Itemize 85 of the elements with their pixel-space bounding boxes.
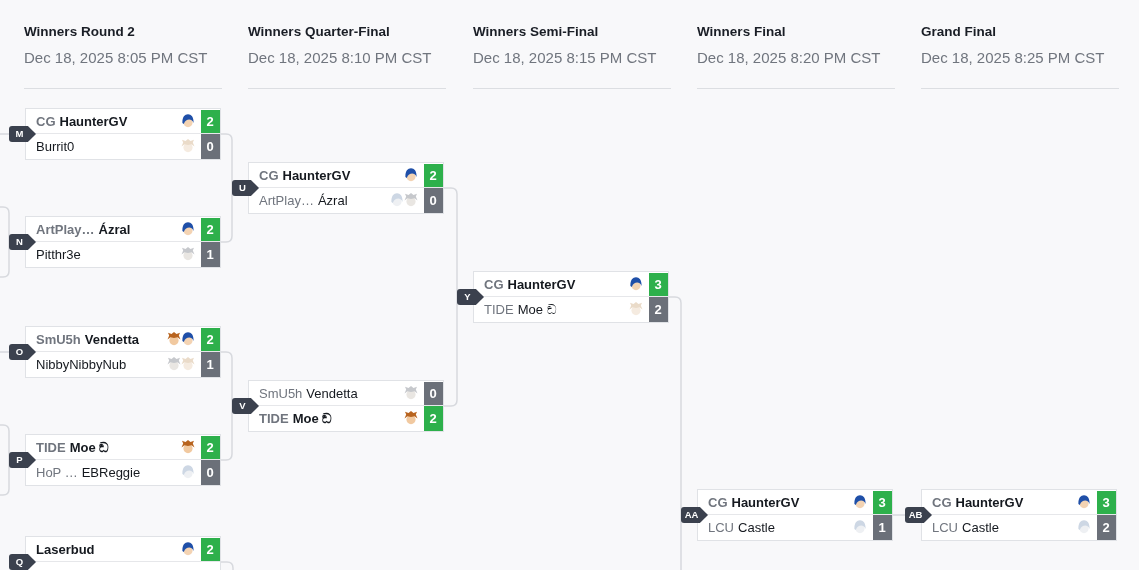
- match-card: [457, 271, 669, 323]
- team-tag: CG: [932, 494, 952, 510]
- team-tag: CG: [36, 113, 56, 129]
- team-tag: LCU: [932, 519, 958, 535]
- connector-line: [220, 133, 233, 189]
- team-tag: TIDE: [259, 410, 289, 426]
- score-box: 3: [1096, 490, 1116, 514]
- match-card: [232, 380, 444, 432]
- score-box: 1: [872, 515, 892, 540]
- player-name: HaunterGV: [282, 167, 351, 183]
- player-name: Laserbud: [36, 541, 95, 557]
- score-box: 0: [200, 134, 220, 159]
- connector-line: [220, 561, 234, 570]
- player-name: Vendetta: [84, 331, 139, 347]
- match-card: [9, 434, 221, 486]
- team-tag: CG: [259, 167, 279, 183]
- score-box: 2: [200, 435, 220, 459]
- team-tag: ArtPlay…: [36, 221, 95, 237]
- connector-line: [668, 296, 682, 516]
- score-box: 2: [200, 327, 220, 351]
- player-name: Ázral: [317, 192, 348, 208]
- player-name: HaunterGV: [59, 113, 128, 129]
- column-title: Winners Quarter-Final: [248, 24, 390, 40]
- column-title: Winners Round 2: [24, 24, 135, 40]
- team-tag: ArtPlay…: [259, 192, 314, 208]
- connector-line: [220, 187, 233, 243]
- score-box: 3: [872, 490, 892, 514]
- score-box: 0: [423, 381, 443, 405]
- player-name: Burrit0: [36, 138, 75, 154]
- match-card: [232, 162, 444, 214]
- connector-line: [0, 241, 10, 278]
- player-name: Pitthr3e: [36, 246, 81, 262]
- score-box: 2: [648, 297, 668, 322]
- connector-line: [220, 351, 233, 407]
- match-card: [905, 489, 1117, 541]
- column-title: Winners Semi-Final: [473, 24, 599, 40]
- column-date: Dec 18, 2025 8:10 PM CST: [248, 49, 432, 66]
- player-name: HaunterGV: [731, 494, 800, 510]
- score-box: 1: [200, 242, 220, 267]
- column-title: Grand Final: [921, 24, 996, 40]
- column-date: Dec 18, 2025 8:20 PM CST: [697, 49, 881, 66]
- player-name: NibbyNibbyNub: [36, 356, 127, 372]
- score-box: 2: [200, 217, 220, 241]
- team-tag: LCU: [708, 519, 734, 535]
- team-tag: HoP …: [36, 464, 78, 480]
- match-card: [681, 489, 893, 541]
- score-box: 2: [423, 406, 443, 431]
- score-box: 2: [200, 109, 220, 133]
- connector-line: [0, 206, 10, 243]
- team-tag: SmU5h: [259, 385, 303, 401]
- column-date: Dec 18, 2025 8:25 PM CST: [921, 49, 1105, 66]
- column-date: Dec 18, 2025 8:05 PM CST: [24, 49, 208, 66]
- match-card: [9, 108, 221, 160]
- score-box: 0: [423, 188, 443, 213]
- player-name: Ázral: [98, 221, 131, 237]
- match-card: [9, 216, 221, 268]
- player-name: Vendetta: [306, 385, 358, 401]
- player-name: Moe ඞ: [69, 439, 110, 455]
- score-box: 2: [423, 163, 443, 187]
- connector-line: [220, 405, 233, 461]
- team-tag: CG: [708, 494, 728, 510]
- match-badge: Q: [9, 554, 36, 570]
- connector-line: [443, 187, 458, 298]
- team-tag: TIDE: [36, 439, 66, 455]
- team-tag: CG: [484, 276, 504, 292]
- score-box: 2: [200, 537, 220, 561]
- score-box: 1: [200, 352, 220, 377]
- player-name: Moe ඞ: [517, 301, 557, 317]
- player-name: HaunterGV: [955, 494, 1024, 510]
- connector-line: [443, 296, 458, 407]
- player-name: Castle: [738, 519, 775, 535]
- score-box: 2: [1096, 515, 1116, 540]
- player-name: HaunterGV: [507, 276, 576, 292]
- score-box: 3: [648, 272, 668, 296]
- match-card: [9, 326, 221, 378]
- team-tag: SmU5h: [36, 331, 81, 347]
- score-box: 0: [200, 460, 220, 485]
- connector-line: [0, 424, 10, 461]
- column-title: Winners Final: [697, 24, 786, 40]
- team-tag: TIDE: [484, 301, 514, 317]
- player-name: Moe ඞ: [292, 410, 333, 426]
- player-name: Castle: [962, 519, 999, 535]
- column-date: Dec 18, 2025 8:15 PM CST: [473, 49, 657, 66]
- connector-line: [0, 459, 10, 496]
- player-name: EBReggie: [81, 464, 141, 480]
